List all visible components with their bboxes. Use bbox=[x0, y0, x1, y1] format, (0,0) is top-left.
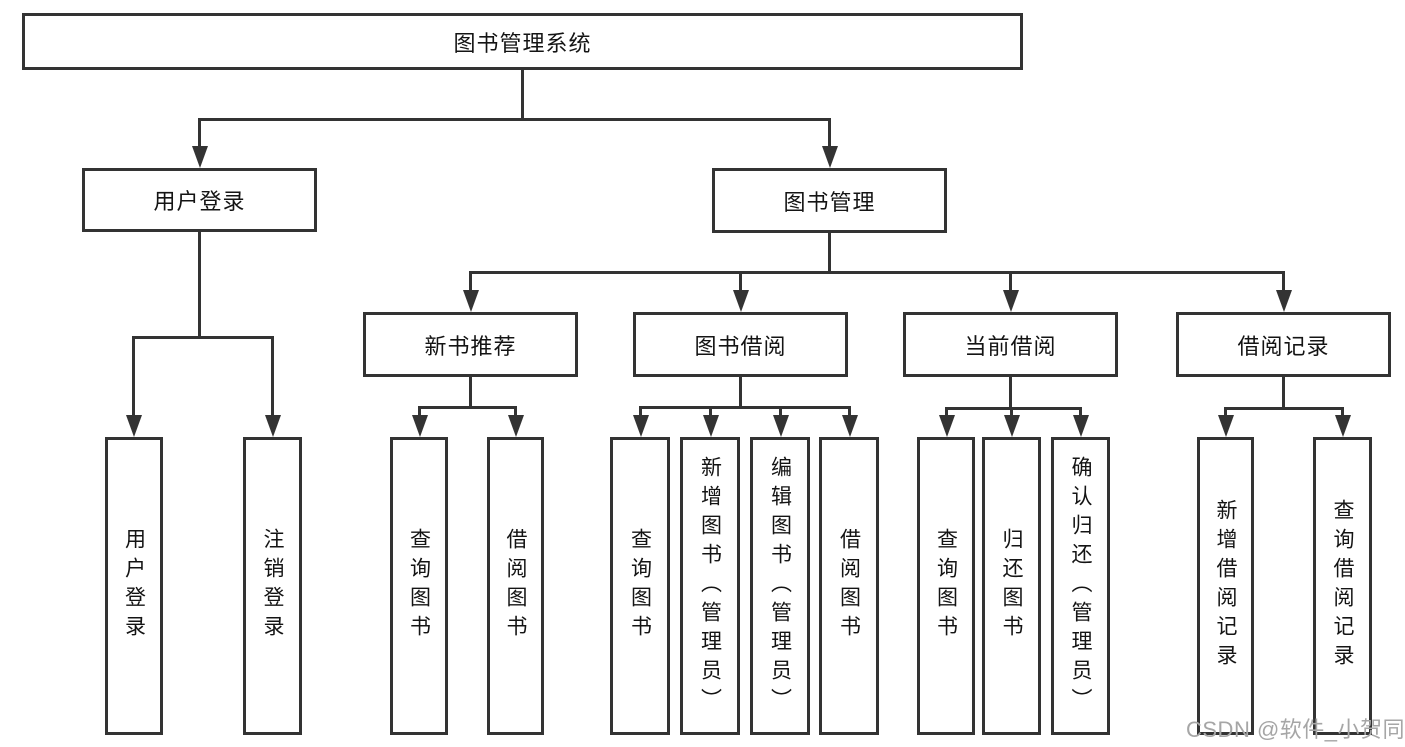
node-br-query-record-label: 查询借阅记录 bbox=[1331, 499, 1354, 673]
node-bb-query-book-label: 查询图书 bbox=[628, 528, 652, 644]
connector-nb-borrow-shaft bbox=[514, 406, 517, 417]
connector-bb-add-shaft bbox=[709, 406, 712, 417]
connector-bb-query-shaft bbox=[639, 406, 642, 417]
arrow-to-bb-query-icon bbox=[633, 415, 649, 437]
connector-current-borrow-bus bbox=[945, 407, 1082, 410]
connector-borrow-records-shaft bbox=[1282, 271, 1285, 292]
node-current-borrow-label: 当前借阅 bbox=[964, 333, 1057, 359]
node-cb-query-book-label: 查询图书 bbox=[934, 528, 958, 644]
connector-borrow-records-stem bbox=[1282, 375, 1285, 409]
node-user-login-label: 用户登录 bbox=[153, 189, 246, 214]
connector-logout-shaft bbox=[271, 336, 274, 417]
connector-current-borrow-stem bbox=[1009, 375, 1012, 409]
node-bb-edit-book-admin-label: 编辑图书（管理员） bbox=[768, 455, 792, 717]
connector-cb-confirm-shaft bbox=[1079, 407, 1082, 417]
node-user-login: 用户登录 bbox=[82, 168, 317, 232]
node-br-add-record: 新增借阅记录 bbox=[1197, 437, 1254, 735]
node-borrow-records-label: 借阅记录 bbox=[1237, 333, 1330, 359]
node-book-borrow: 图书借阅 bbox=[633, 312, 848, 377]
arrow-to-nb-borrow-icon bbox=[508, 415, 524, 437]
node-bb-add-book-admin-label: 新增图书（管理员） bbox=[698, 455, 722, 717]
arrow-to-book-management-icon bbox=[822, 146, 838, 168]
node-new-book-recommend-label: 新书推荐 bbox=[424, 333, 517, 359]
arrow-to-cb-query-icon bbox=[939, 415, 955, 437]
connector-borrow-records-bus bbox=[1224, 407, 1344, 410]
arrow-to-cb-return-icon bbox=[1004, 415, 1020, 437]
node-current-borrow: 当前借阅 bbox=[903, 312, 1118, 377]
arrow-to-br-query-icon bbox=[1335, 415, 1351, 437]
arrow-to-login-icon bbox=[126, 415, 142, 437]
connector-user-login-shaft bbox=[198, 118, 201, 150]
connector-bb-edit-shaft bbox=[779, 406, 782, 417]
node-logout: 注销登录 bbox=[243, 437, 302, 735]
node-login: 用户登录 bbox=[105, 437, 163, 735]
connector-book-management-stem bbox=[828, 231, 831, 273]
connector-current-borrow-shaft bbox=[1009, 271, 1012, 292]
csdn-watermark: CSDN @软件_小贺同学 bbox=[1186, 717, 1405, 742]
arrow-to-borrow-records-icon bbox=[1276, 290, 1292, 312]
connector-user-login-bus bbox=[132, 336, 274, 339]
node-borrow-records: 借阅记录 bbox=[1176, 312, 1391, 377]
connector-book-management-shaft bbox=[828, 118, 831, 150]
node-bb-add-book-admin: 新增图书（管理员） bbox=[680, 437, 740, 735]
node-bb-borrow-book-label: 借阅图书 bbox=[837, 528, 861, 644]
arrow-to-nb-query-icon bbox=[412, 415, 428, 437]
node-root: 图书管理系统 bbox=[22, 13, 1023, 70]
arrow-to-user-login-icon bbox=[192, 146, 208, 168]
connector-book-borrow-bus bbox=[639, 406, 851, 409]
node-cb-confirm-return-admin: 确认归还（管理员） bbox=[1051, 437, 1110, 735]
node-br-query-record: 查询借阅记录 bbox=[1313, 437, 1372, 735]
connector-bb-borrow-shaft bbox=[848, 406, 851, 417]
arrow-to-bb-borrow-icon bbox=[842, 415, 858, 437]
connector-new-book-shaft bbox=[469, 271, 472, 292]
connector-book-borrow-stem bbox=[739, 375, 742, 408]
connector-book-borrow-shaft bbox=[739, 271, 742, 292]
arrow-to-book-borrow-icon bbox=[733, 290, 749, 312]
node-new-book-recommend: 新书推荐 bbox=[363, 312, 578, 377]
arrow-to-bb-edit-icon bbox=[773, 415, 789, 437]
node-nb-query-book-label: 查询图书 bbox=[407, 528, 431, 644]
node-nb-query-book: 查询图书 bbox=[390, 437, 448, 735]
connector-br-add-shaft bbox=[1224, 407, 1227, 417]
arrow-to-cb-confirm-icon bbox=[1073, 415, 1089, 437]
connector-new-book-stem bbox=[469, 375, 472, 408]
connector-root-bus bbox=[198, 118, 831, 121]
node-cb-confirm-return-admin-label: 确认归还（管理员） bbox=[1069, 455, 1092, 717]
arrow-to-new-book-icon bbox=[463, 290, 479, 312]
connector-root-stem bbox=[521, 68, 524, 120]
node-book-management-label: 图书管理 bbox=[783, 189, 876, 215]
connector-cb-return-shaft bbox=[1010, 407, 1013, 417]
node-br-add-record-label: 新增借阅记录 bbox=[1214, 499, 1237, 673]
node-logout-label: 注销登录 bbox=[261, 528, 284, 644]
node-nb-borrow-book-label: 借阅图书 bbox=[504, 528, 527, 644]
node-nb-borrow-book: 借阅图书 bbox=[487, 437, 544, 735]
node-cb-return-book: 归还图书 bbox=[982, 437, 1041, 735]
connector-cb-query-shaft bbox=[945, 407, 948, 417]
node-bb-edit-book-admin: 编辑图书（管理员） bbox=[750, 437, 810, 735]
connector-nb-query-shaft bbox=[418, 406, 421, 417]
arrow-to-current-borrow-icon bbox=[1003, 290, 1019, 312]
node-bb-borrow-book: 借阅图书 bbox=[819, 437, 879, 735]
arrow-to-logout-icon bbox=[265, 415, 281, 437]
connector-book-management-bus bbox=[469, 271, 1285, 274]
connector-user-login-stem bbox=[198, 230, 201, 338]
node-cb-query-book: 查询图书 bbox=[917, 437, 975, 735]
node-book-management: 图书管理 bbox=[712, 168, 947, 233]
arrow-to-br-add-icon bbox=[1218, 415, 1234, 437]
connector-login-shaft bbox=[132, 336, 135, 417]
node-bb-query-book: 查询图书 bbox=[610, 437, 670, 735]
connector-new-book-bus bbox=[418, 406, 517, 409]
node-login-label: 用户登录 bbox=[122, 528, 146, 644]
node-book-borrow-label: 图书借阅 bbox=[694, 333, 787, 359]
node-root-label: 图书管理系统 bbox=[453, 30, 592, 56]
node-cb-return-book-label: 归还图书 bbox=[1000, 528, 1023, 644]
connector-br-query-shaft bbox=[1341, 407, 1344, 417]
arrow-to-bb-add-icon bbox=[703, 415, 719, 437]
